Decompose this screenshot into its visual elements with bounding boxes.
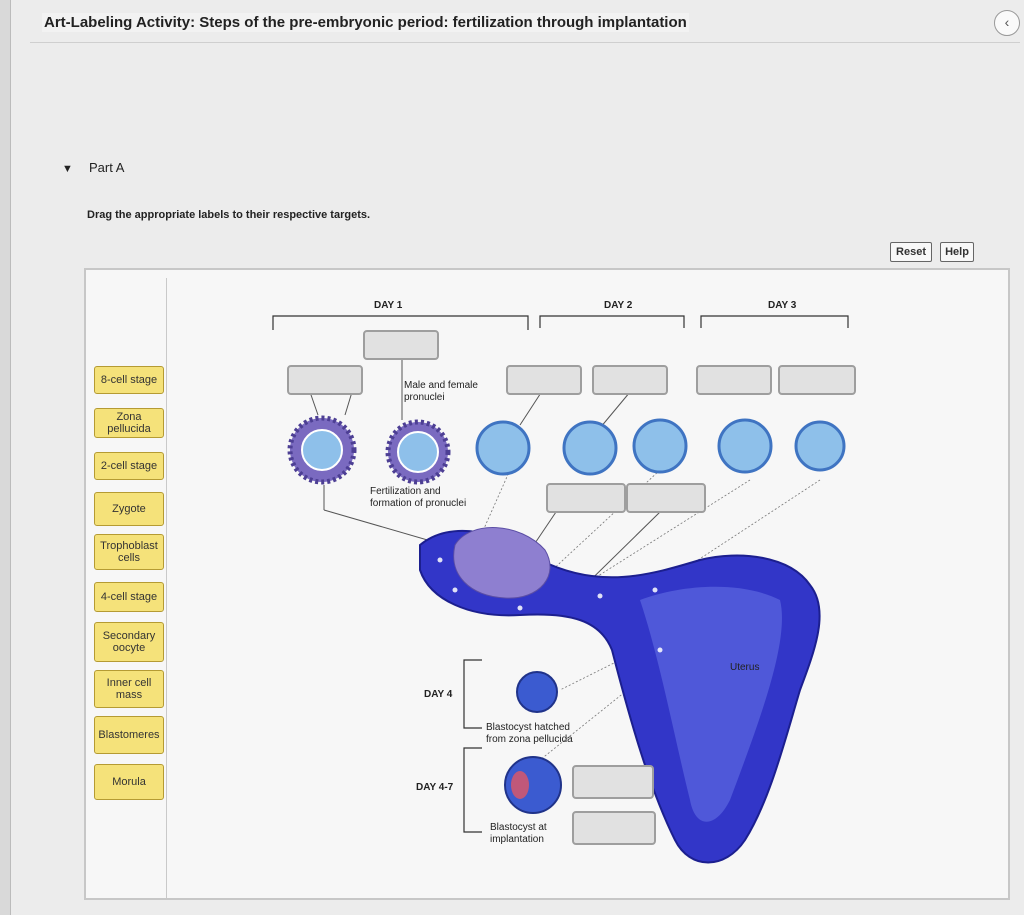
drop-target-3[interactable] [506, 365, 582, 395]
blastocyst-hatched-label: Blastocyst hatched from zona pellucida [486, 722, 573, 745]
drop-target-8[interactable] [626, 483, 706, 513]
page-title: Art-Labeling Activity: Steps of the pre-… [42, 13, 689, 32]
drop-target-10[interactable] [572, 811, 656, 845]
activity-workspace [84, 268, 1010, 900]
drag-label-zygote[interactable]: Zygote [94, 492, 164, 526]
drop-target-9[interactable] [572, 765, 654, 799]
fertilization-label: Fertilization and formation of pronuclei [370, 486, 467, 509]
drop-target-6[interactable] [778, 365, 856, 395]
uterus-label: Uterus [730, 662, 760, 673]
drag-label-secondary-oocyte[interactable]: Secondary oocyte [94, 622, 164, 662]
drop-target-5[interactable] [696, 365, 772, 395]
drag-label-inner-cell-mass[interactable]: Inner cell mass [94, 670, 164, 708]
part-a-label[interactable]: Part A [89, 160, 125, 175]
day-1-label: DAY 1 [374, 300, 403, 311]
drag-label-blastomeres[interactable]: Blastomeres [94, 716, 164, 754]
day-2-label: DAY 2 [604, 300, 633, 311]
part-collapse-toggle-icon[interactable]: ▼ [62, 163, 73, 175]
label-bank: 8-cell stage Zona pellucida 2-cell stage… [90, 278, 167, 898]
drop-target-4[interactable] [592, 365, 668, 395]
drop-target-1[interactable] [363, 330, 439, 360]
title-divider [30, 42, 1020, 43]
drag-label-morula[interactable]: Morula [94, 764, 164, 800]
drop-target-7[interactable] [546, 483, 626, 513]
drag-label-4-cell-stage[interactable]: 4-cell stage [94, 582, 164, 612]
back-chevron-icon[interactable]: ‹ [994, 10, 1020, 36]
drop-target-2[interactable] [287, 365, 363, 395]
drag-label-trophoblast-cells[interactable]: Trophoblast cells [94, 534, 164, 570]
drag-label-zona-pellucida[interactable]: Zona pellucida [94, 408, 164, 438]
day-4-7-label: DAY 4-7 [416, 782, 454, 793]
blastocyst-implantation-label: Blastocyst at implantation [490, 822, 547, 845]
day-4-label: DAY 4 [424, 689, 453, 700]
left-edge-strip [0, 0, 11, 915]
drag-label-2-cell-stage[interactable]: 2-cell stage [94, 452, 164, 480]
instructions-text: Drag the appropriate labels to their res… [87, 209, 371, 221]
help-button[interactable]: Help [940, 242, 974, 262]
drag-label-8-cell-stage[interactable]: 8-cell stage [94, 366, 164, 394]
pronuclei-label: Male and female pronuclei [404, 380, 478, 403]
reset-button[interactable]: Reset [890, 242, 932, 262]
day-3-label: DAY 3 [768, 300, 797, 311]
